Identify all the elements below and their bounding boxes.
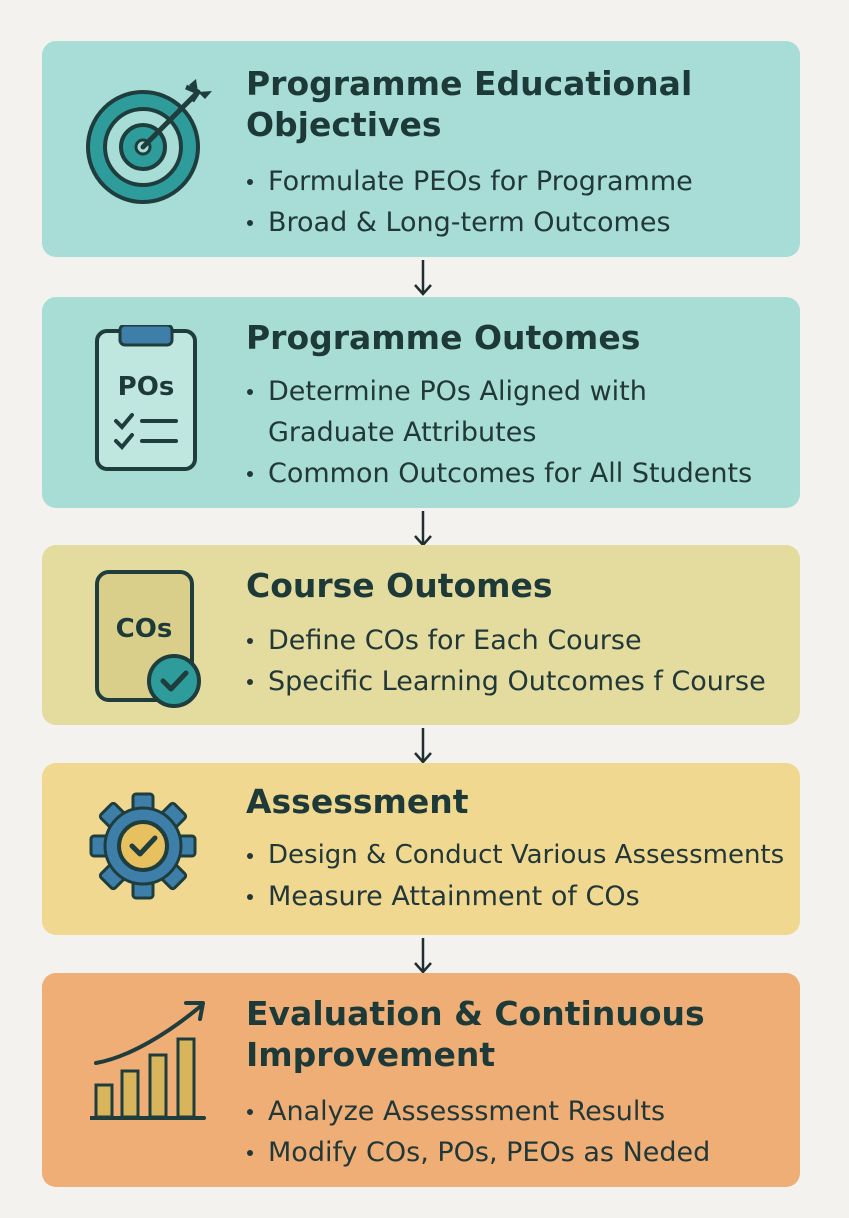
bullet-list: Determine POs Aligned with Graduate Attr… (244, 371, 752, 494)
bullet-item: Broad & Long-term Outcomes (244, 202, 800, 243)
document-check-icon: COs (95, 570, 201, 708)
step-card-assessment: Assessment Design & Conduct Various Asse… (42, 763, 800, 935)
step-title: Assessment (246, 782, 469, 821)
cos-icon-label: COs (116, 614, 173, 644)
step-title: Course Outomes (246, 566, 553, 605)
down-arrow-icon (414, 260, 432, 296)
bullet-item: Common Outcomes for All Students (244, 453, 752, 494)
bullet-item: Formulate PEOs for Programme (244, 161, 800, 202)
step-card-peo: Programme Educational Objectives Formula… (42, 41, 800, 257)
step-title: Programme Educational Objectives (246, 64, 693, 144)
down-arrow-icon (414, 938, 432, 974)
step-card-evaluation: Evaluation & Continuous Improvement Anal… (42, 973, 800, 1187)
bullet-item: Specific Learning Outcomes f Course (244, 661, 800, 702)
bullet-list: Define COs for Each Course Specific Lear… (244, 620, 800, 702)
bullet-list: Analyze Assesssment Results Modify COs, … (244, 1091, 800, 1173)
bullet-item: Measure Attainment of COs (244, 876, 800, 917)
down-arrow-icon (414, 728, 432, 764)
bullet-item: Determine POs Aligned with Graduate Attr… (244, 371, 714, 453)
bullet-item: Define COs for Each Course (244, 620, 800, 661)
target-icon (86, 79, 212, 204)
growth-chart-icon (90, 1001, 206, 1120)
pos-icon-label: POs (118, 372, 175, 402)
step-card-po: POs Programme Outomes Determine POs Alig… (42, 297, 800, 508)
bullet-item: Design & Conduct Various Assessments (244, 835, 800, 876)
clipboard-checklist-icon: POs (95, 325, 197, 471)
down-arrow-icon (414, 511, 432, 547)
bullet-list: Formulate PEOs for Programme Broad & Lon… (244, 161, 800, 243)
bullet-item: Modify COs, POs, PEOs as Neded (244, 1132, 800, 1173)
gear-check-icon (89, 792, 197, 900)
bullet-item: Analyze Assesssment Results (244, 1091, 800, 1132)
step-card-co: COs Course Outomes Define COs for Each C… (42, 545, 800, 725)
bullet-list: Design & Conduct Various Assessments Mea… (244, 835, 800, 917)
step-title: Evaluation & Continuous Improvement (246, 994, 705, 1074)
step-title: Programme Outomes (246, 318, 641, 357)
